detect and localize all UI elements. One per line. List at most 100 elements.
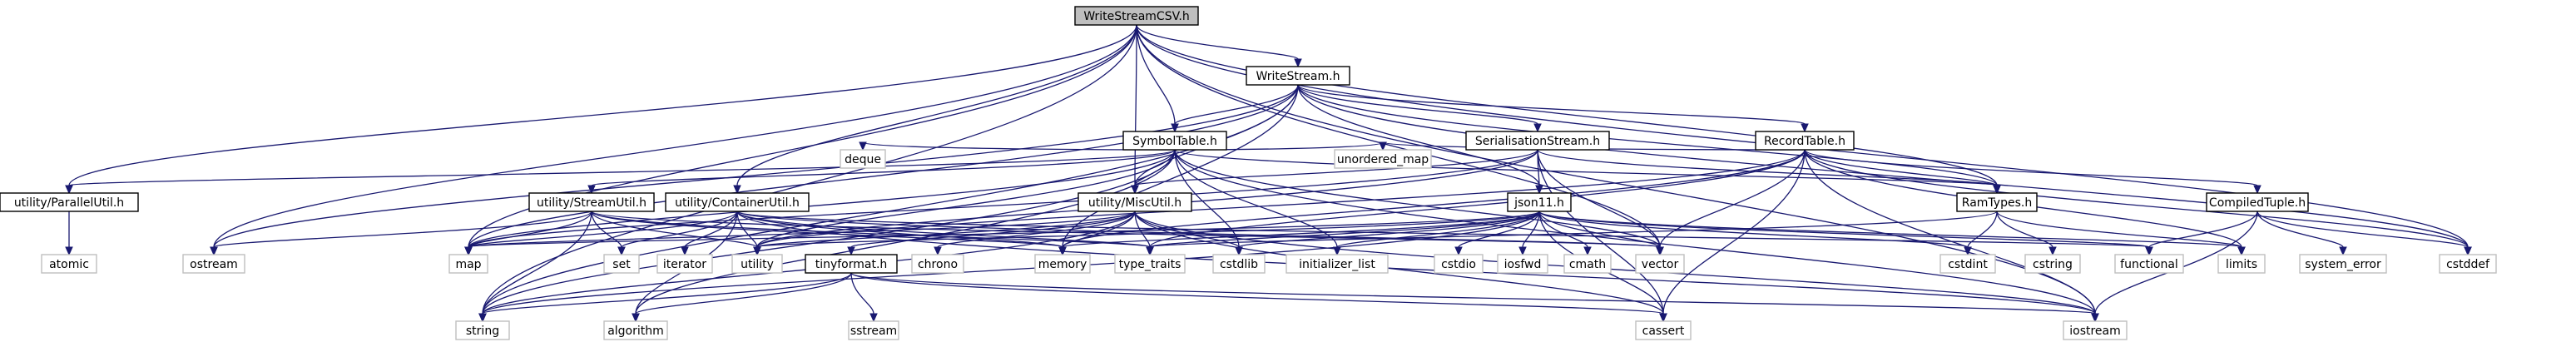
node-cstdio: cstdio <box>1434 254 1484 274</box>
node-box <box>2299 254 2387 274</box>
node-memory: memory <box>1034 254 1091 274</box>
node-box <box>2206 192 2309 212</box>
node-box <box>1074 6 1199 26</box>
node-label: iterator <box>663 258 706 271</box>
node-label: CompiledTuple.h <box>2209 196 2306 210</box>
node-box <box>1334 149 1432 169</box>
node-cstring: cstring <box>2024 254 2081 274</box>
node-label: WriteStreamCSV.h <box>1083 10 1189 23</box>
node-utility-parallelutil-h[interactable]: utility/ParallelUtil.h <box>0 192 139 212</box>
node-writestream-h[interactable]: WriteStream.h <box>1246 66 1350 86</box>
node-box <box>1635 320 1692 340</box>
node-box <box>448 254 488 274</box>
edge-serialisationstream-to-miscutil <box>1131 149 1538 195</box>
edge-writestreamcsv-to-symboltable <box>1136 24 1179 133</box>
edge-writestream-to-recordtable <box>1297 84 1809 133</box>
edge-writestream-to-serialisationstream <box>1297 84 1542 133</box>
node-cassert: cassert <box>1635 320 1692 340</box>
node-iterator: iterator <box>656 254 713 274</box>
node-label: iostream <box>2069 325 2121 338</box>
edge-miscutil-to-chrono <box>934 211 1136 256</box>
edge-writestreamcsv-to-containerutil <box>733 24 1137 195</box>
node-box <box>528 192 655 212</box>
node-label: utility/MiscUtil.h <box>1088 196 1181 210</box>
node-box <box>182 254 245 274</box>
node-label: utility <box>741 258 774 271</box>
node-chrono: chrono <box>911 254 964 274</box>
node-box <box>1497 254 1548 274</box>
node-box <box>1077 192 1192 212</box>
node-tinyformat-h[interactable]: tinyformat.h <box>805 254 898 274</box>
node-label: memory <box>1038 258 1087 271</box>
node-box <box>603 254 640 274</box>
edge-recordtable-to-ramtypes <box>1804 149 2001 195</box>
node-label: SymbolTable.h <box>1132 135 1217 148</box>
node-label: unordered_map <box>1337 153 1429 166</box>
node-box <box>731 254 783 274</box>
edge-containerutil-to-map <box>464 211 738 256</box>
node-type-traits: type_traits <box>1114 254 1186 274</box>
node-box <box>2217 254 2266 274</box>
node-label: WriteStream.h <box>1256 70 1340 83</box>
node-box <box>840 149 886 169</box>
node-utility-miscutil-h[interactable]: utility/MiscUtil.h <box>1077 192 1192 212</box>
node-label: RamTypes.h <box>1962 196 2032 210</box>
node-writestreamcsv-h[interactable]: WriteStreamCSV.h <box>1074 6 1199 26</box>
edge-compiledtuple-to-functional <box>2145 211 2258 256</box>
edge-containerutil-to-set <box>617 211 738 256</box>
node-label: cstddef <box>2446 258 2490 271</box>
node-serialisationstream-h[interactable]: SerialisationStream.h <box>1465 131 1610 151</box>
edge-json11-to-limits <box>1538 211 2246 256</box>
node-box <box>656 254 713 274</box>
node-map: map <box>448 254 488 274</box>
node-label: cstdio <box>1441 258 1476 271</box>
node-label: utility/ParallelUtil.h <box>14 196 124 210</box>
edge-tinyformat-to-iostream <box>850 272 2099 323</box>
edge-serialisationstream-to-ramtypes <box>1537 149 2001 195</box>
node-label: cassert <box>1642 325 1685 338</box>
node-recordtable-h[interactable]: RecordTable.h <box>1755 131 1855 151</box>
node-utility: utility <box>731 254 783 274</box>
node-label: json11.h <box>1513 196 1564 210</box>
edge-json11-to-cstdio <box>1454 211 1540 256</box>
node-label: initializer_list <box>1299 258 1375 271</box>
edge-writestream-to-symboltable <box>1171 84 1299 133</box>
node-label: string <box>466 325 499 338</box>
node-label: cstring <box>2033 258 2073 271</box>
node-box <box>1635 254 1685 274</box>
node-iosfwd: iosfwd <box>1497 254 1548 274</box>
node-label: atomic <box>49 258 89 271</box>
node-box <box>911 254 964 274</box>
edge-containerutil-to-iterator <box>681 211 738 256</box>
node-json11-h[interactable]: json11.h <box>1507 192 1572 212</box>
node-cstddef: cstddef <box>2439 254 2497 274</box>
node-initializer-list: initializer_list <box>1286 254 1389 274</box>
edge-json11-to-iosfwd <box>1518 211 1540 256</box>
node-utility-containerutil-h[interactable]: utility/ContainerUtil.h <box>665 192 810 212</box>
edge-json11-to-map <box>464 211 1540 256</box>
node-box <box>2024 254 2081 274</box>
node-symboltable-h[interactable]: SymbolTable.h <box>1122 131 1227 151</box>
edge-streamutil-to-map <box>464 211 592 256</box>
node-label: cmath <box>1569 258 1606 271</box>
node-label: type_traits <box>1119 258 1181 271</box>
node-ramtypes-h[interactable]: RamTypes.h <box>1956 192 2038 212</box>
edge-json11-to-initializer-list <box>1333 211 1540 256</box>
edge-symboltable-to-parallelutil <box>65 149 1176 195</box>
node-box <box>603 320 668 340</box>
node-functional: functional <box>2114 254 2184 274</box>
node-box <box>1114 254 1186 274</box>
node-compiledtuple-h[interactable]: CompiledTuple.h <box>2206 192 2309 212</box>
node-utility-streamutil-h[interactable]: utility/StreamUtil.h <box>528 192 655 212</box>
node-box <box>848 320 899 340</box>
node-label: deque <box>845 153 881 166</box>
edge-ramtypes-to-type-traits <box>1146 211 1998 256</box>
node-sstream: sstream <box>848 320 899 340</box>
node-system-error: system_error <box>2299 254 2387 274</box>
node-cstdint: cstdint <box>1939 254 1996 274</box>
node-label: utility/StreamUtil.h <box>537 196 646 210</box>
edge-json11-to-type-traits <box>1146 211 1540 256</box>
node-label: tinyformat.h <box>815 258 888 271</box>
node-box <box>1939 254 1996 274</box>
node-label: cstdint <box>1948 258 1988 271</box>
